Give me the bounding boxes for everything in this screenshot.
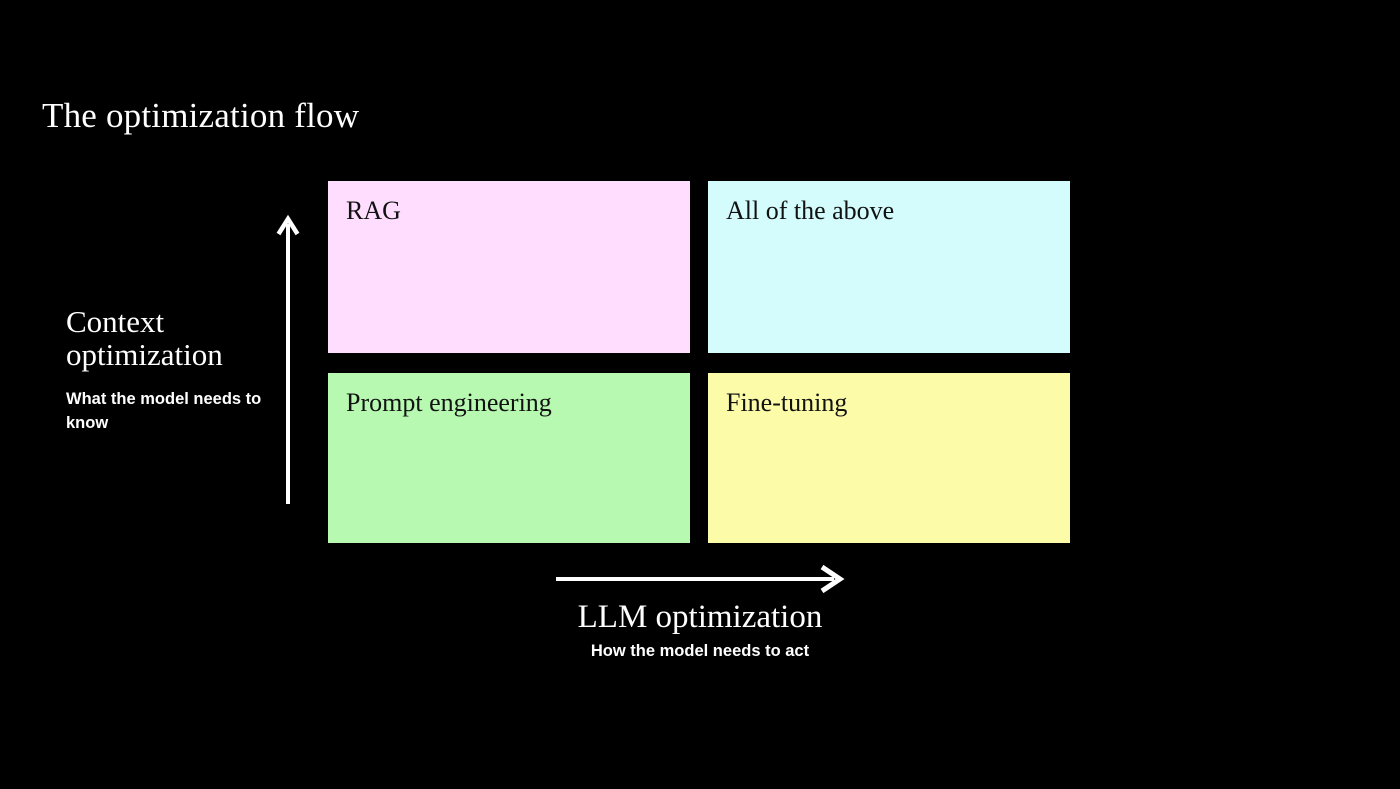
y-axis-label-group: Context optimization What the model need…: [66, 305, 266, 435]
quadrant-label-rag: RAG: [346, 196, 401, 225]
x-axis-label-group: LLM optimization How the model needs to …: [450, 598, 950, 662]
x-axis-subtitle: How the model needs to act: [590, 642, 810, 660]
quadrant-label-all-of-the-above: All of the above: [726, 196, 895, 225]
y-axis-arrow-icon: [275, 214, 301, 504]
quadrant-all-of-the-above[interactable]: All of the above: [708, 181, 1070, 353]
quadrant-rag[interactable]: RAG: [328, 181, 690, 353]
y-axis-subtitle: What the model needs to know: [66, 390, 262, 432]
quadrant-prompt-engineering[interactable]: Prompt engineering: [328, 373, 690, 543]
x-axis-title: LLM optimization: [577, 599, 823, 635]
page-title: The optimization flow: [42, 96, 360, 135]
quadrant-fine-tuning[interactable]: Fine-tuning: [708, 373, 1070, 543]
quadrant-label-prompt-engineering: Prompt engineering: [346, 388, 552, 417]
y-axis-title: Context optimization: [66, 304, 223, 372]
x-axis-arrow-icon: [556, 563, 846, 595]
quadrant-label-fine-tuning: Fine-tuning: [726, 388, 848, 417]
